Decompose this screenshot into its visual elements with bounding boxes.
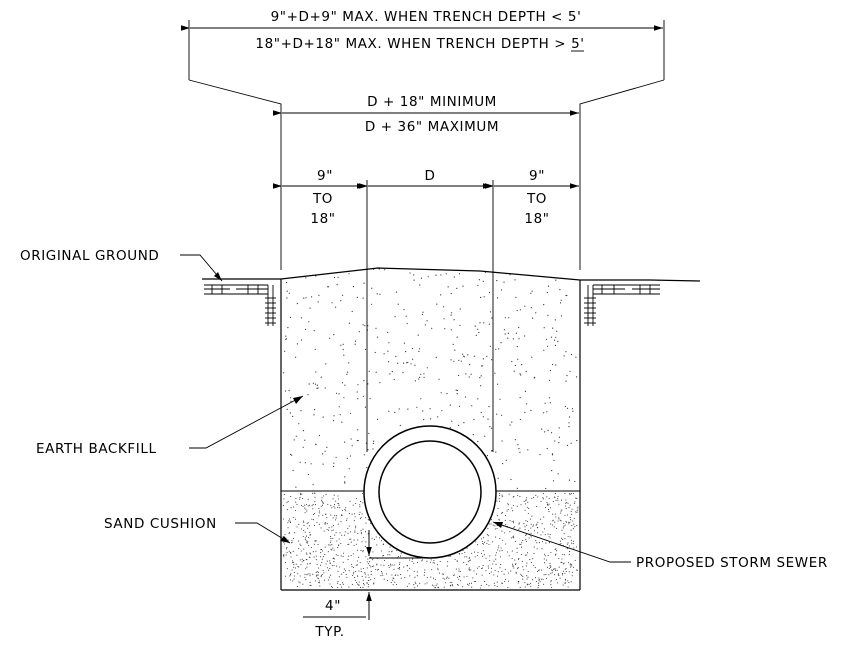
earth-backfill-label: EARTH BACKFILL [36, 441, 157, 457]
top-width-dimension: 9"+D+9" MAX. WHEN TRENCH DEPTH < 5' 18"+… [181, 9, 665, 270]
left-18-label: 18" [310, 211, 335, 227]
clearance-dimension-row: 9" TO 18" D 9" TO 18" [273, 168, 579, 452]
sand-cushion-label: SAND CUSHION [104, 516, 217, 532]
storm-sewer-pipe [363, 425, 497, 559]
bedding-typ-label: TYP. [314, 624, 344, 640]
earth-backfill-fill [283, 268, 578, 490]
pipe-diameter-label: D [425, 168, 436, 184]
original-ground-label: ORIGINAL GROUND [20, 248, 159, 264]
right-ground-hatch [584, 284, 660, 326]
storm-sewer-label: PROPOSED STORM SEWER [636, 555, 828, 571]
trench-width-dimension: D + 18" MINIMUM D + 36" MAXIMUM [273, 94, 579, 135]
sand-cushion-callout: SAND CUSHION [104, 516, 291, 544]
top-dim-line-2: 18"+D+18" MAX. WHEN TRENCH DEPTH > 5' [255, 36, 584, 52]
original-ground-callout: ORIGINAL GROUND [20, 248, 223, 282]
bedding-dimension: 4" TYP. [303, 530, 430, 640]
earth-backfill-callout: EARTH BACKFILL [36, 395, 304, 457]
right-clearance-label: 9" [529, 168, 545, 184]
right-18-label: 18" [524, 211, 549, 227]
top-dim-line-1: 9"+D+9" MAX. WHEN TRENCH DEPTH < 5' [271, 9, 582, 25]
left-to-label: TO [312, 191, 333, 207]
sand-cushion-fill [282, 492, 579, 589]
width-minimum-label: D + 18" MINIMUM [367, 94, 497, 110]
left-ground-hatch [204, 284, 276, 326]
storm-sewer-callout: PROPOSED STORM SEWER [492, 521, 828, 571]
right-to-label: TO [526, 191, 547, 207]
width-maximum-label: D + 36" MAXIMUM [365, 119, 499, 135]
bedding-4-label: 4" [325, 598, 341, 614]
left-clearance-label: 9" [317, 168, 333, 184]
